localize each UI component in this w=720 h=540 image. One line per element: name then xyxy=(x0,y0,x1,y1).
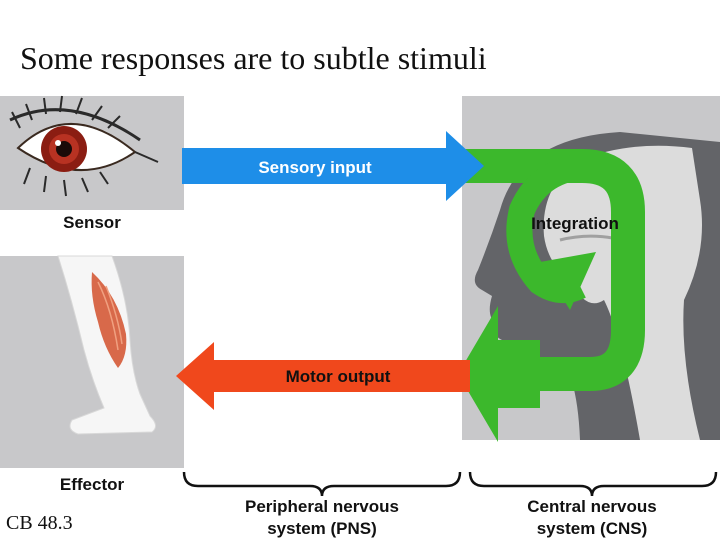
effector-label: Effector xyxy=(60,475,125,494)
slide-reference: CB 48.3 xyxy=(6,512,73,534)
integration-loop: Integration xyxy=(458,149,645,442)
eye-icon xyxy=(9,95,159,197)
integration-label: Integration xyxy=(531,214,619,233)
slide-title: Some responses are to subtle stimuli xyxy=(20,40,487,76)
leg-icon xyxy=(57,255,156,435)
pns-label-line2: system (PNS) xyxy=(267,519,377,538)
pns-label-line1: Peripheral nervous xyxy=(245,497,399,516)
sensor-panel: Sensor xyxy=(0,95,184,232)
sensor-label: Sensor xyxy=(63,213,121,232)
sensory-input-arrow: Sensory input xyxy=(182,131,484,201)
cns-label-line2: system (CNS) xyxy=(537,519,648,538)
motor-output-arrow: Motor output xyxy=(176,342,470,410)
motor-output-label: Motor output xyxy=(286,367,391,386)
pns-bracket: Peripheral nervous system (PNS) xyxy=(182,471,462,538)
cns-bracket: Central nervous system (CNS) xyxy=(468,471,718,538)
cns-label-line1: Central nervous xyxy=(527,497,656,516)
sensory-input-label: Sensory input xyxy=(258,158,372,177)
effector-panel: Effector xyxy=(0,255,184,494)
